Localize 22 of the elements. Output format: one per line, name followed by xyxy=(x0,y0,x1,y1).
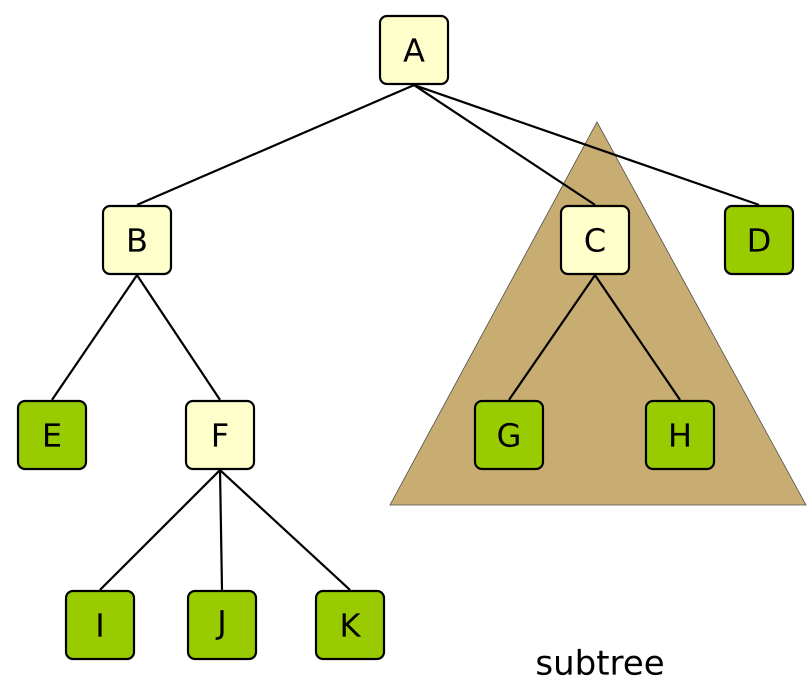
internal-node-box: B xyxy=(102,204,172,276)
tree-edge xyxy=(508,274,596,400)
leaf-node-box: K xyxy=(314,590,386,660)
tree-edge xyxy=(99,469,221,591)
tree-edge xyxy=(414,84,760,206)
internal-node-box: C xyxy=(560,204,630,276)
internal-node-box: F xyxy=(184,400,256,470)
tree-edge xyxy=(218,470,224,590)
leaf-node-box: J xyxy=(186,590,258,660)
tree-edge xyxy=(136,274,221,400)
tree-edge xyxy=(51,274,138,400)
tree-edge xyxy=(413,84,596,206)
leaf-node-box: H xyxy=(644,400,716,470)
leaf-node-box: I xyxy=(64,590,136,660)
node-label: subtree xyxy=(537,648,663,676)
tree-edge xyxy=(136,84,414,206)
tree-edge xyxy=(594,274,681,400)
leaf-node-box: E xyxy=(16,400,88,470)
tree-edge xyxy=(219,469,351,591)
leaf-node-box: G xyxy=(474,400,544,470)
internal-node-box: A xyxy=(378,14,450,86)
leaf-node-box: D xyxy=(724,204,794,276)
